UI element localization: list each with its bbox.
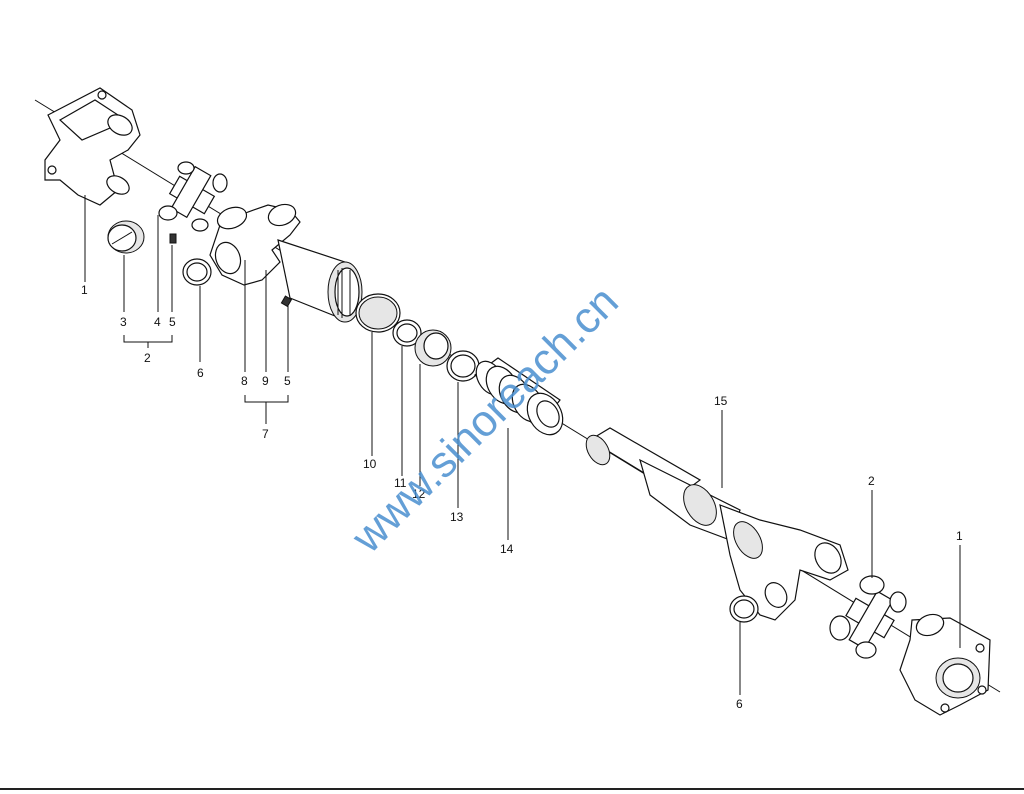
callout-7: 7 bbox=[262, 427, 269, 441]
slip-yoke-assembly bbox=[209, 203, 363, 323]
callout-3: 3 bbox=[120, 315, 127, 329]
cross-spider-right bbox=[829, 575, 907, 659]
callout-2-right: 2 bbox=[868, 474, 875, 488]
snap-ring-right bbox=[729, 595, 759, 623]
callout-4: 4 bbox=[154, 315, 161, 329]
callout-15: 15 bbox=[714, 394, 728, 408]
callout-9: 9 bbox=[262, 374, 269, 388]
callout-1-right: 1 bbox=[956, 529, 963, 543]
snap-ring-13 bbox=[446, 350, 480, 382]
flange-yoke-left bbox=[44, 87, 141, 206]
callout-5-left: 5 bbox=[169, 315, 176, 329]
flange-yoke-right bbox=[899, 613, 991, 716]
callout-6-left: 6 bbox=[197, 366, 204, 380]
callout-14: 14 bbox=[500, 542, 514, 556]
bearing-cup-left bbox=[107, 220, 145, 254]
bottom-rule bbox=[0, 788, 1024, 790]
grease-nipple-mid bbox=[280, 295, 293, 308]
callout-6-right: 6 bbox=[736, 697, 743, 711]
callout-11: 11 bbox=[394, 476, 407, 490]
bellows-boot bbox=[474, 357, 564, 436]
splined-ring bbox=[414, 329, 452, 367]
ring-11 bbox=[392, 319, 422, 347]
callout-10: 10 bbox=[363, 457, 377, 471]
cross-spider-left bbox=[158, 161, 228, 232]
snap-ring-left bbox=[182, 258, 212, 286]
bearing-ring bbox=[355, 293, 401, 333]
callout-13: 13 bbox=[450, 510, 464, 524]
grease-nipple-left bbox=[169, 233, 177, 244]
callout-5-mid: 5 bbox=[284, 374, 291, 388]
callout-8: 8 bbox=[241, 374, 248, 388]
leader-lines bbox=[84, 195, 961, 695]
callout-1-left: 1 bbox=[81, 283, 88, 297]
callout-12: 12 bbox=[412, 487, 426, 501]
splined-shaft-yoke bbox=[585, 427, 849, 621]
callout-2-left: 2 bbox=[144, 351, 151, 365]
